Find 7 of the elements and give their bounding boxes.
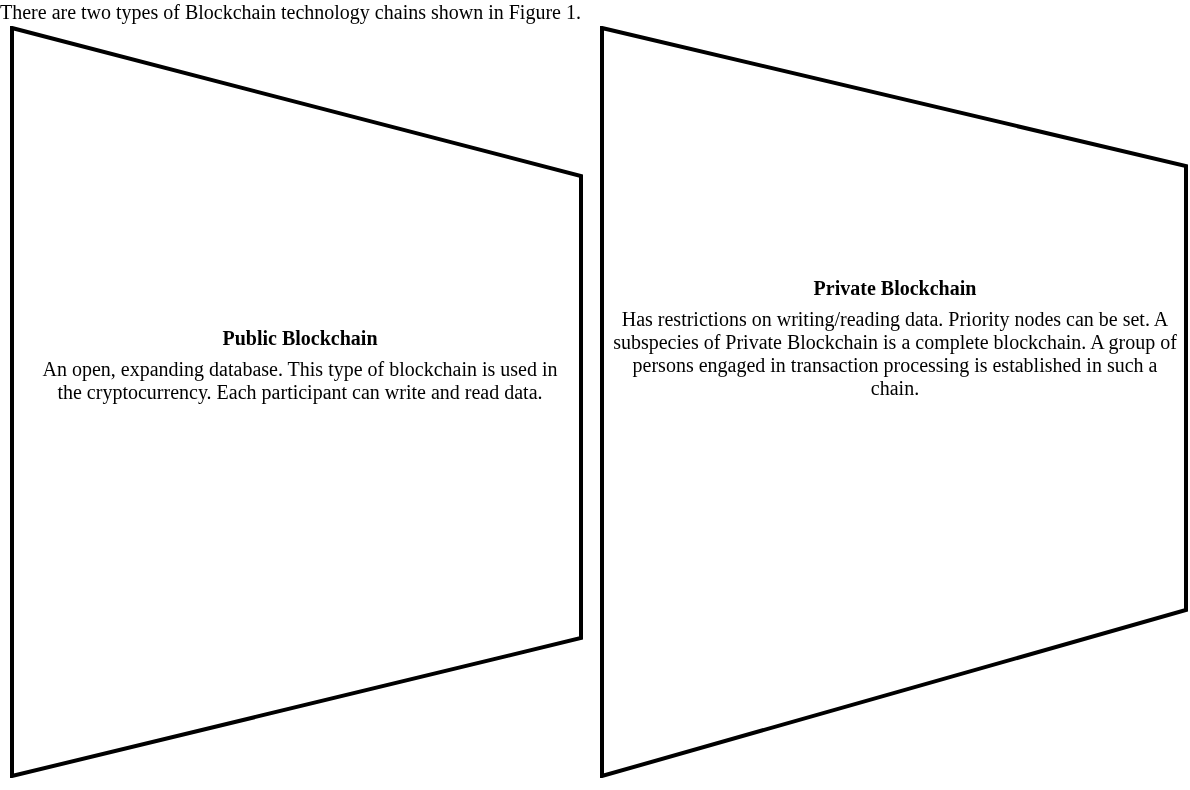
intro-sentence: There are two types of Blockchain technology chains shown in Figure 1. [0, 0, 581, 24]
panel-heading: Public Blockchain [222, 326, 378, 350]
panel-description: Has restrictions on writing/reading data. Priority nodes can be set. A subspecies of Private Blockchain is a complete blockchain. A group of persons engaged in transaction processing is established in such a chain. [612, 308, 1178, 400]
trapezoid-panel [600, 26, 1188, 778]
panel-heading: Private Blockchain [813, 276, 977, 300]
panel-description: An open, expanding database. This type of blockchain is used in the cryptocurrency. Each participant can write and read data. [41, 358, 559, 404]
trapezoid-panel [10, 26, 583, 778]
